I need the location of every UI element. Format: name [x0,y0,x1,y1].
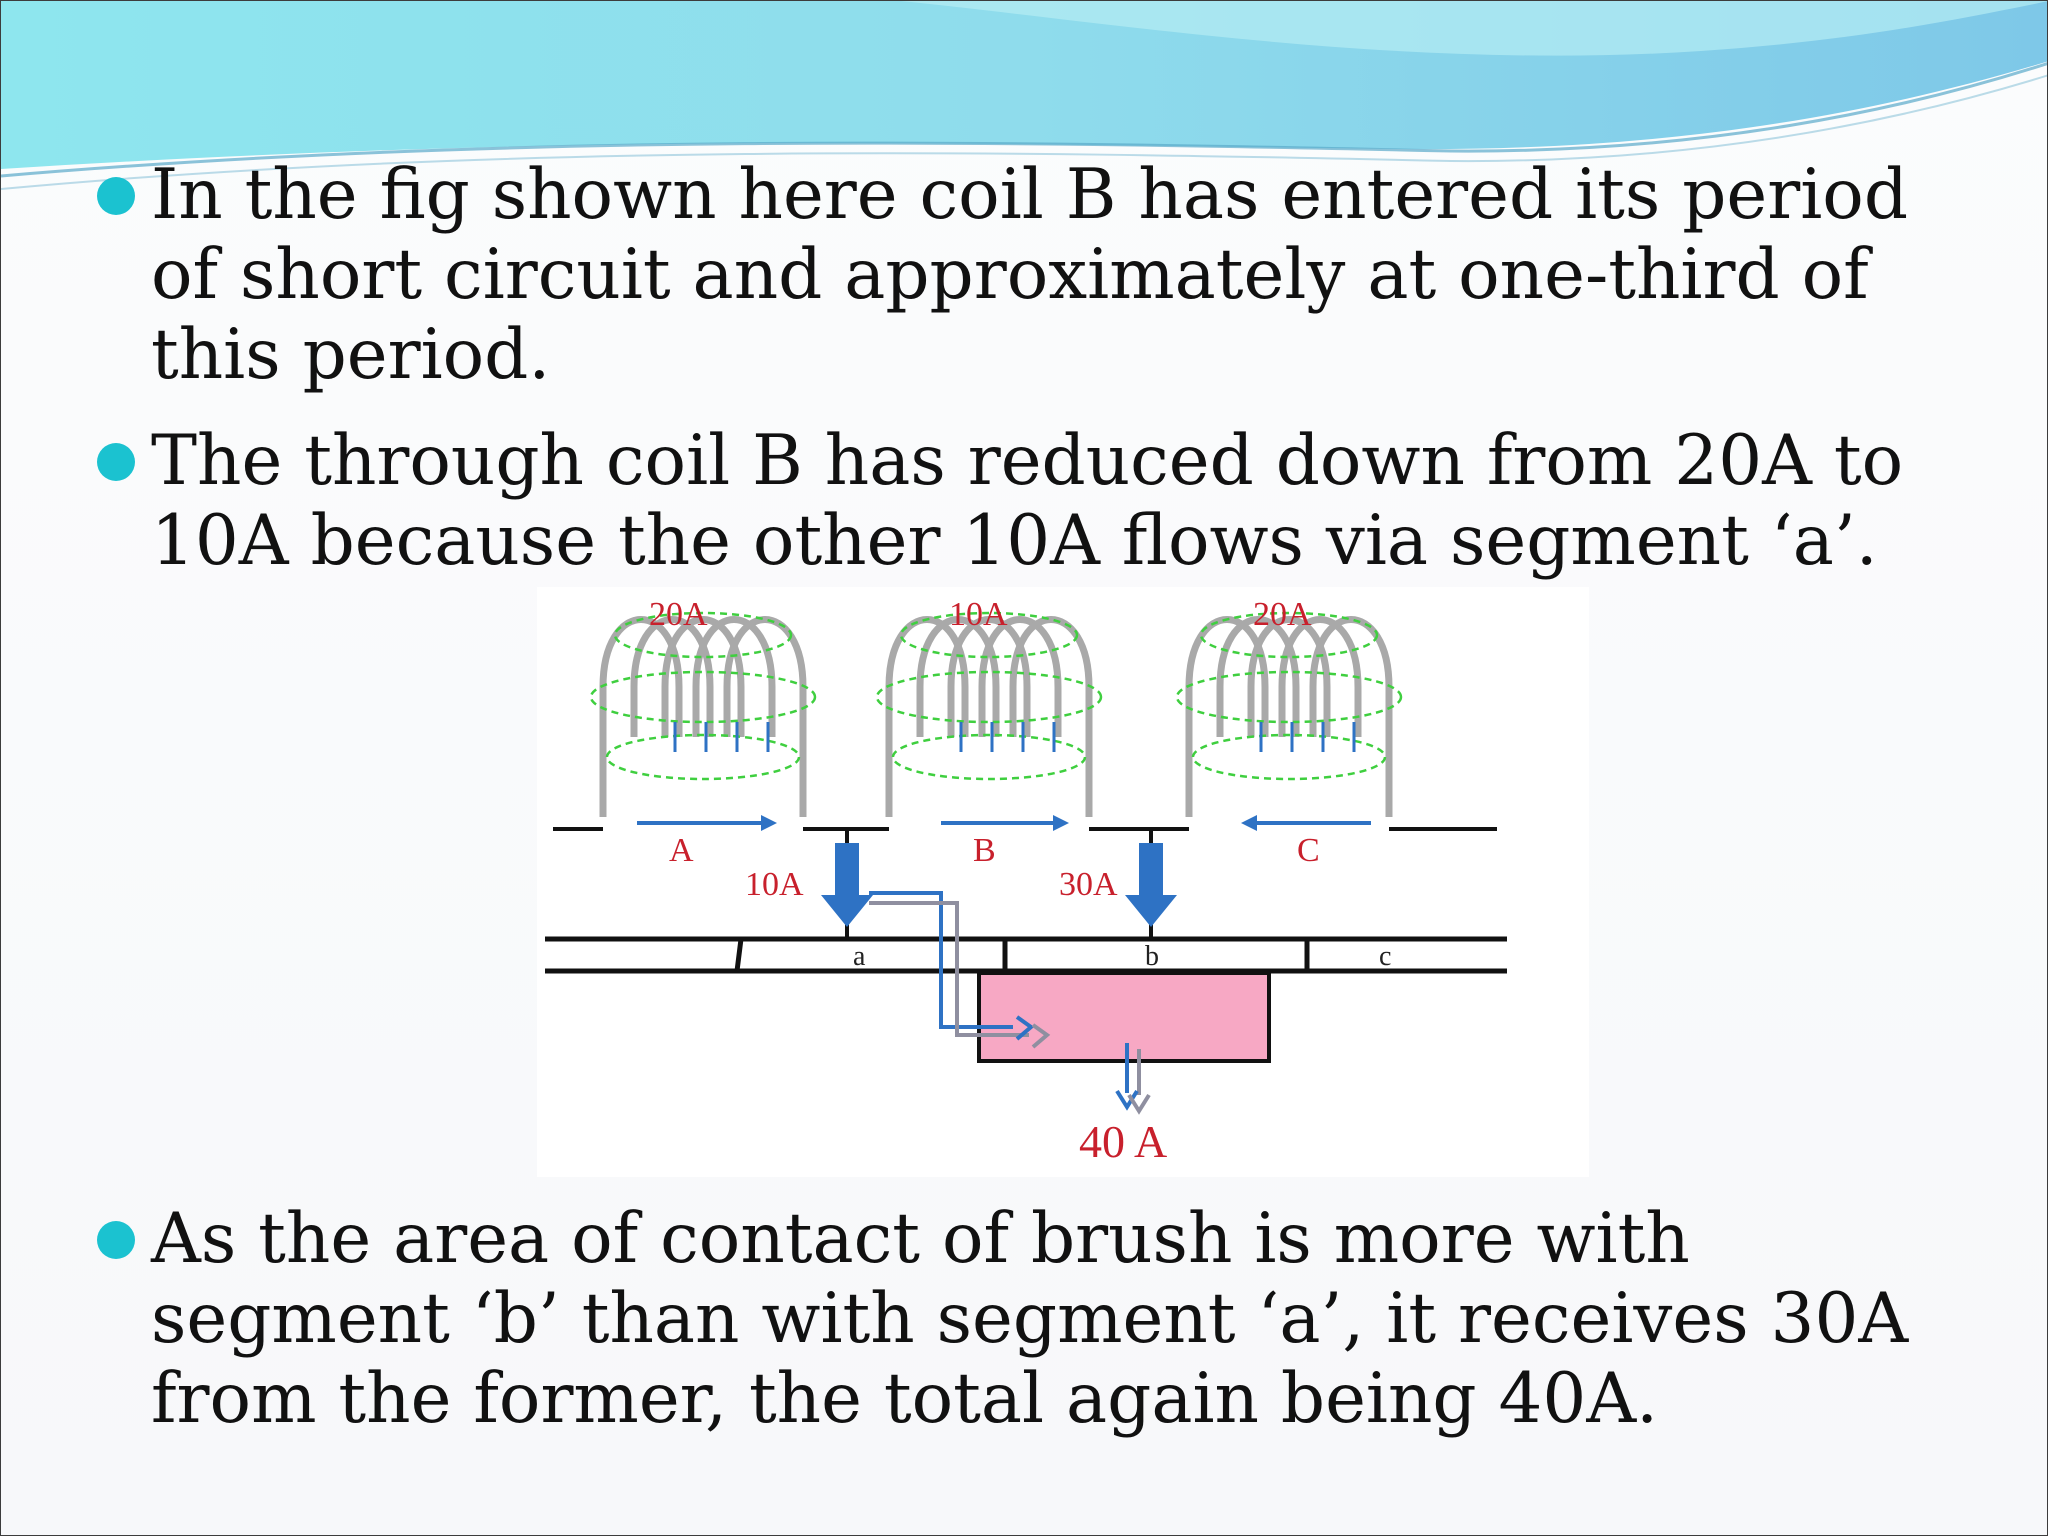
segment-c-label: c [1379,941,1391,972]
coil-b [875,611,1103,831]
bullet-dot-icon [97,1221,135,1259]
bullet-2: The through coil B has reduced down from… [97,421,1991,581]
segment-a-label: a [853,941,866,972]
coil-c-current-label: 20A [1253,596,1312,633]
output-current-label: 40 A [1079,1116,1167,1167]
bullet-2-text: The through coil B has reduced down from… [151,421,1904,581]
current-path [869,891,1151,1115]
coil-c-name-label: C [1297,832,1320,869]
brush [977,971,1271,1063]
bullet-dot-icon [97,443,135,481]
segment-labels: a b c [853,941,1391,972]
coil-c [1175,611,1403,831]
segment-b-label: b [1145,941,1159,972]
bullet-3-text: As the area of contact of brush is more … [151,1199,1909,1439]
coil-a [589,611,817,831]
brush-current-a-label: 10A [745,866,804,903]
brush-current-arrows [821,843,1177,927]
coil-a-name-label: A [669,832,694,869]
coil-b-name-label: B [973,832,996,869]
coil-b-current-label: 10A [949,596,1008,633]
bullet-dot-icon [97,177,135,215]
bullet-1-text: In the fig shown here coil B has entered… [151,155,1909,395]
coil-a-current-label: 20A [649,596,708,633]
brush-current-b-label: 30A [1059,866,1118,903]
diagram-labels: 20A 10A 20A A B C 10A 30A 40 A [649,596,1320,1167]
bullet-1: In the fig shown here coil B has entered… [97,155,1991,395]
commutation-diagram: 20A 10A 20A A B C 10A 30A 40 A a b c [537,587,1589,1177]
bullet-3: As the area of contact of brush is more … [97,1199,1991,1439]
header-wave [1,1,2047,190]
